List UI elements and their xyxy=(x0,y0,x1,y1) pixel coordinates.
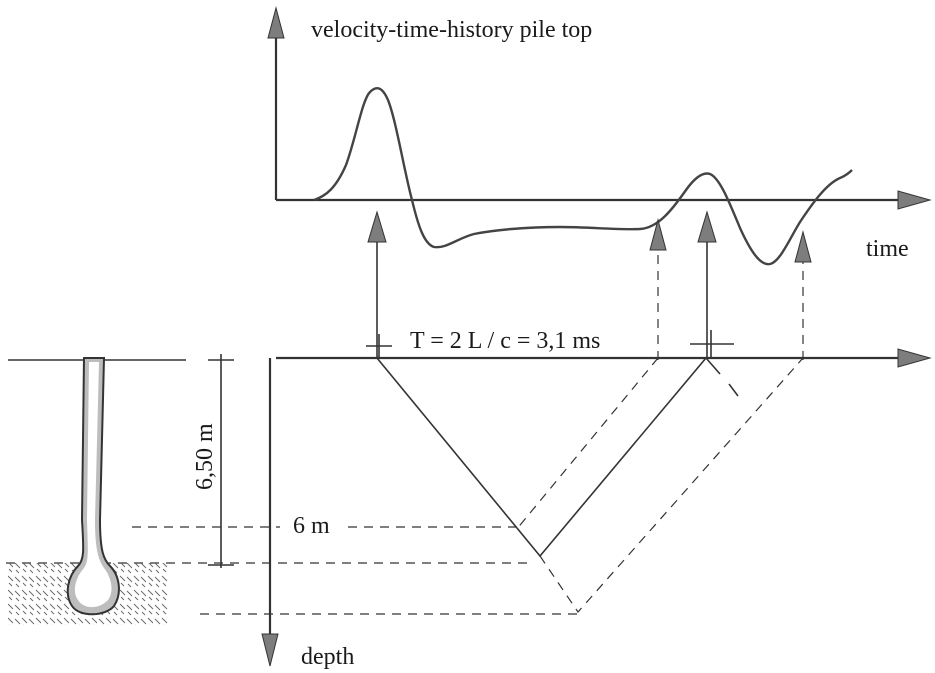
wave-path-plot: depth T = 2 L / c = 3,1 ms xyxy=(261,328,932,670)
dashed-path-6m-up xyxy=(515,357,659,531)
pile-shaft-inner xyxy=(74,362,112,608)
depth-6m-label: 6 m xyxy=(293,513,330,539)
dashed-path-toe xyxy=(539,357,804,613)
wave-path-continue-1 xyxy=(705,357,721,375)
reflection-peak-arrowhead xyxy=(697,210,717,243)
lower-time-axis-arrowhead xyxy=(897,348,932,368)
dashed-arrow-2-head xyxy=(794,230,812,263)
wave-path-solid xyxy=(376,357,707,558)
time-axis-arrowhead xyxy=(897,190,932,210)
depth-axis-label: depth xyxy=(301,644,354,670)
first-peak-arrowhead xyxy=(367,210,387,243)
wave-path-continue-2 xyxy=(728,383,739,397)
time-axis-label: time xyxy=(866,236,909,262)
dashed-arrow-1-head xyxy=(649,218,667,251)
velocity-axis-arrowhead xyxy=(267,6,285,39)
pile-illustration xyxy=(8,357,186,625)
solid-arrows xyxy=(367,210,717,358)
velocity-trace xyxy=(313,87,853,266)
travel-time-formula: T = 2 L / c = 3,1 ms xyxy=(410,328,600,354)
pile-length-label: 6,50 m xyxy=(192,423,218,490)
plot-title: velocity-time-history pile top xyxy=(311,17,592,43)
velocity-plot: velocity-time-history pile top time xyxy=(267,6,932,266)
dashed-arrows xyxy=(649,218,812,360)
depth-axis-arrowhead xyxy=(261,633,279,667)
